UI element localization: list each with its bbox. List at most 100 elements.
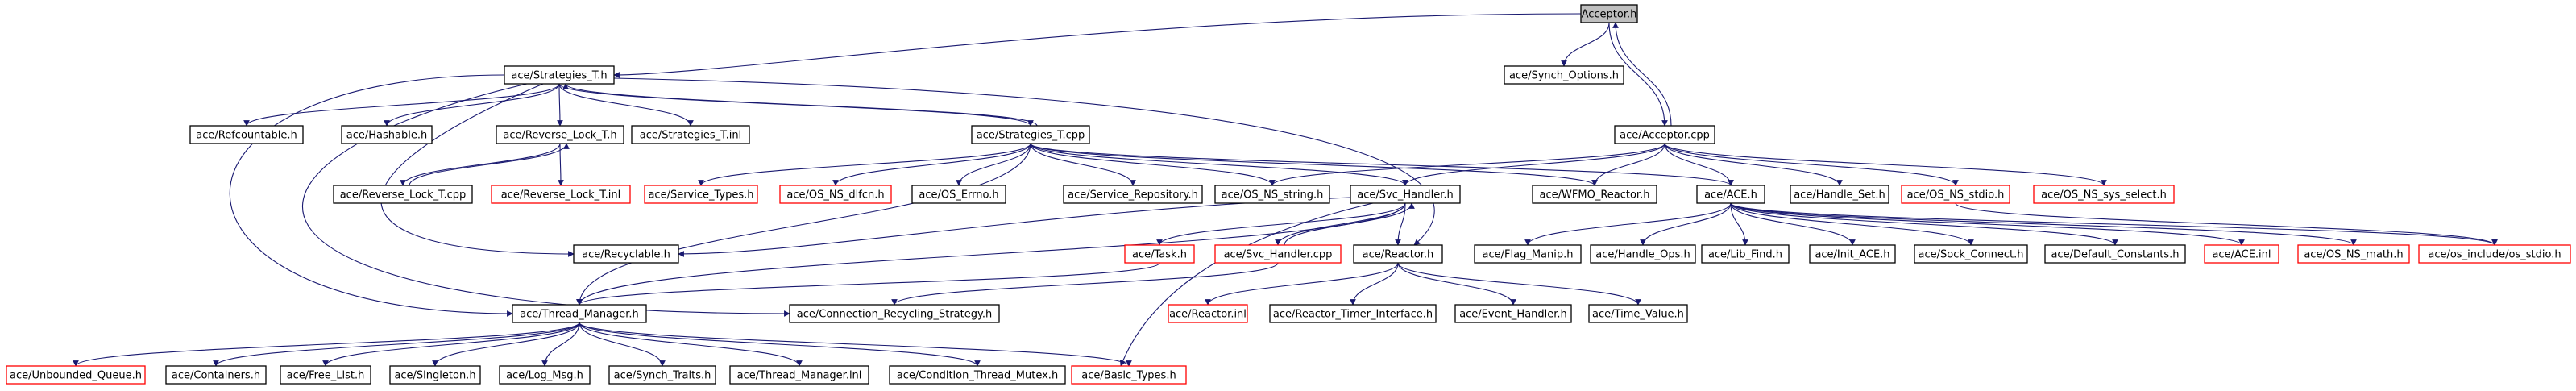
node-recyclable-h[interactable]: ace/Recyclable.h — [573, 244, 679, 264]
node-box — [2033, 185, 2175, 204]
edge-strategies_t_h-to-thread_manager_h — [229, 74, 513, 317]
node-singleton-h[interactable]: ace/Singleton.h — [389, 365, 481, 385]
edge-acceptor_cpp-to-handle_set_h — [1664, 143, 1843, 186]
node-label: ace/Event_Handler.h — [1459, 309, 1567, 321]
node-service-types-h[interactable]: ace/Service_Types.h — [644, 185, 758, 204]
node-strategies-t-inl[interactable]: ace/Strategies_T.inl — [631, 125, 750, 144]
node-label: ace/OS_NS_dlfcn.h — [786, 189, 884, 202]
node-box — [1790, 185, 1889, 204]
edge-acceptor_cpp-to-acceptor_h — [1612, 22, 1672, 127]
node-acceptor-cpp[interactable]: ace/Acceptor.cpp — [1614, 125, 1715, 144]
edge-thread_manager_h-to-log_msg_h — [541, 322, 580, 367]
edge-svc_handler_h-to-recyclable_h — [678, 197, 1351, 257]
node-layer: Acceptor.h ace/Strategies_T.h ace/Synch_Op… — [6, 4, 2571, 385]
node-lib-find-h[interactable]: ace/Lib_Find.h — [1701, 244, 1790, 264]
node-free-list-h[interactable]: ace/Free_List.h — [280, 365, 371, 385]
edge-acceptor_h-to-strategies_t_h — [613, 13, 1582, 78]
node-strategies-t-cpp[interactable]: ace/Strategies_T.cpp — [971, 125, 1090, 144]
edge-thread_manager_h-to-containers_h — [213, 322, 580, 367]
node-default-constants-h[interactable]: ace/Default_Constants.h — [2044, 244, 2186, 264]
node-box — [1214, 244, 1342, 264]
node-log-msg-h[interactable]: ace/Log_Msg.h — [499, 365, 591, 385]
node-os-ns-stdio-h[interactable]: ace/OS_NS_stdio.h — [1901, 185, 2010, 204]
node-label: ace/ACE.inl — [2212, 249, 2271, 261]
node-init-ace-h[interactable]: ace/Init_ACE.h — [1809, 244, 1896, 264]
node-event-handler-h[interactable]: ace/Event_Handler.h — [1454, 304, 1572, 323]
edge-thread_manager_h-to-unbounded_queue_h — [73, 322, 580, 367]
node-synch-options-h[interactable]: ace/Synch_Options.h — [1504, 65, 1624, 85]
node-thread-manager-h[interactable]: ace/Thread_Manager.h — [512, 304, 647, 323]
node-acceptor-h[interactable]: Acceptor.h — [1580, 4, 1638, 23]
node-label: ace/Reverse_Lock_T.inl — [501, 189, 620, 202]
node-reactor-timer-interface-h[interactable]: ace/Reactor_Timer_Interface.h — [1269, 304, 1437, 323]
node-label: ace/Unbounded_Queue.h — [10, 370, 142, 382]
node-box — [1214, 185, 1330, 204]
node-flag-manip-h[interactable]: ace/Flag_Manip.h — [1474, 244, 1582, 264]
node-condition-thread-mutex-h[interactable]: ace/Condition_Thread_Mutex.h — [889, 365, 1066, 385]
node-ace-h[interactable]: ace/ACE.h — [1696, 185, 1765, 204]
node-box — [573, 244, 679, 264]
edge-reactor_h-to-time_value_h — [1397, 262, 1641, 306]
node-wfmo-reactor-h[interactable]: ace/WFMO_Reactor.h — [1532, 185, 1657, 204]
node-sock-connect-h[interactable]: ace/Sock_Connect.h — [1914, 244, 2028, 264]
node-handle-set-h[interactable]: ace/Handle_Set.h — [1790, 185, 1889, 204]
node-reverse-lock-t-cpp[interactable]: ace/Reverse_Lock_T.cpp — [333, 185, 473, 204]
node-synch-traits-h[interactable]: ace/Synch_Traits.h — [608, 365, 716, 385]
node-box — [1701, 244, 1790, 264]
node-os-ns-sys-select-h[interactable]: ace/OS_NS_sys_select.h — [2033, 185, 2175, 204]
node-label: ace/Connection_Recycling_Strategy.h — [797, 309, 992, 321]
node-basic-types-h[interactable]: ace/Basic_Types.h — [1071, 365, 1187, 385]
edge-strategies_t_h-to-recyclable_h — [380, 83, 575, 257]
node-label: ace/OS_NS_math.h — [2304, 249, 2403, 261]
node-handle-ops-h[interactable]: ace/Handle_Ops.h — [1590, 244, 1696, 264]
node-os-ns-dlfcn-h[interactable]: ace/OS_NS_dlfcn.h — [779, 185, 892, 204]
node-os-ns-math-h[interactable]: ace/OS_NS_math.h — [2297, 244, 2410, 264]
node-box — [631, 125, 750, 144]
node-task-h[interactable]: ace/Task.h — [1124, 244, 1195, 264]
edge-strategies_t_cpp-to-ace_h — [1030, 143, 1734, 186]
node-reverse-lock-t-inl[interactable]: ace/Reverse_Lock_T.inl — [491, 185, 631, 204]
node-label: ace/Reverse_Lock_T.cpp — [340, 189, 467, 202]
node-refcountable-h[interactable]: ace/Refcountable.h — [189, 125, 304, 144]
node-box — [1590, 244, 1696, 264]
node-box — [1809, 244, 1896, 264]
edge-svc_handler_h-to-svc_handler_cpp — [1275, 202, 1406, 246]
node-label: ace/Lib_Find.h — [1708, 249, 1782, 261]
node-reactor-h[interactable]: ace/Reactor.h — [1353, 244, 1443, 264]
node-svc-handler-h[interactable]: ace/Svc_Handler.h — [1350, 185, 1461, 204]
node-label: ace/Flag_Manip.h — [1483, 249, 1574, 261]
edge-strategies_t_cpp-to-service_repository_h — [1030, 143, 1136, 186]
node-box — [165, 365, 267, 385]
edge-reactor_h-to-reactor_inl — [1205, 262, 1399, 306]
edge-acceptor_h-to-synch_options_h — [1561, 22, 1610, 67]
node-label: ace/Strategies_T.h — [511, 70, 607, 82]
node-label: ace/Recyclable.h — [582, 249, 670, 261]
edge-svc_handler_h-to-thread_manager_h — [576, 202, 1406, 306]
node-svc-handler-cpp[interactable]: ace/Svc_Handler.cpp — [1214, 244, 1342, 264]
node-time-value-h[interactable]: ace/Time_Value.h — [1588, 304, 1688, 323]
node-label: ace/WFMO_Reactor.h — [1540, 189, 1650, 202]
node-label: ace/Svc_Handler.h — [1357, 189, 1453, 202]
edge-ace_h-to-handle_ops_h — [1640, 202, 1732, 246]
node-os-errno-h[interactable]: ace/OS_Errno.h — [911, 185, 1006, 204]
edge-reactor_h-to-reactor_timer_interface_h — [1350, 262, 1399, 306]
node-containers-h[interactable]: ace/Containers.h — [165, 365, 267, 385]
node-connection-recycling-strategy-h[interactable]: ace/Connection_Recycling_Strategy.h — [789, 304, 1000, 323]
node-strategies-t-h[interactable]: ace/Strategies_T.h — [504, 65, 615, 85]
node-box — [1071, 365, 1187, 385]
node-label: ace/Svc_Handler.cpp — [1224, 249, 1333, 261]
node-ace-inl[interactable]: ace/ACE.inl — [2204, 244, 2279, 264]
node-reactor-inl[interactable]: ace/Reactor.inl — [1168, 304, 1248, 323]
node-hashable-h[interactable]: ace/Hashable.h — [341, 125, 433, 144]
node-reverse-lock-t-h[interactable]: ace/Reverse_Lock_T.h — [496, 125, 624, 144]
node-box — [491, 185, 631, 204]
node-unbounded-queue-h[interactable]: ace/Unbounded_Queue.h — [6, 365, 146, 385]
edge-svc_handler_h-to-reactor_h — [1395, 202, 1406, 246]
node-box — [1474, 244, 1582, 264]
node-service-repository-h[interactable]: ace/Service_Repository.h — [1063, 185, 1203, 204]
node-label: ace/Default_Constants.h — [2051, 249, 2179, 261]
node-thread-manager-inl[interactable]: ace/Thread_Manager.inl — [729, 365, 869, 385]
node-os-ns-string-h[interactable]: ace/OS_NS_string.h — [1214, 185, 1330, 204]
edge-ace_h-to-default_constants_h — [1730, 202, 2118, 246]
node-os-include-os-stdio-h[interactable]: ace/os_include/os_stdio.h — [2418, 244, 2571, 264]
